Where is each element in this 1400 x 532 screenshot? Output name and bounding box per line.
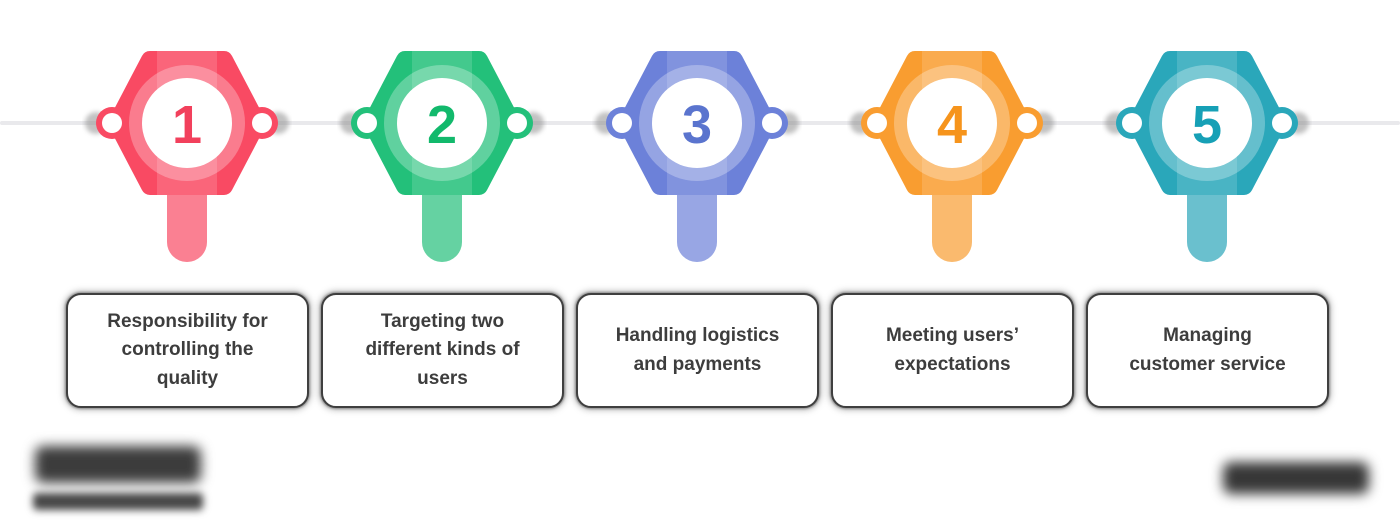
step-1-circle bbox=[142, 78, 232, 168]
step-4-circle bbox=[907, 78, 997, 168]
step-5-badge: 5 bbox=[1105, 46, 1309, 272]
step-1-number: 1 bbox=[172, 95, 202, 155]
step-4-dot-right bbox=[1017, 113, 1037, 133]
step-5-circle bbox=[1162, 78, 1252, 168]
step-2-label: Targeting two different kinds of users bbox=[365, 310, 520, 389]
step-2-dot-right bbox=[507, 113, 527, 133]
step-3-label: Handling logistics and payments bbox=[615, 325, 780, 375]
step-2-badge: 2 bbox=[340, 46, 544, 272]
step-2-circle bbox=[397, 78, 487, 168]
step-3-number: 3 bbox=[682, 95, 712, 155]
step-4-badge: 4 bbox=[850, 46, 1054, 272]
step-2-dot-left bbox=[357, 113, 377, 133]
step-2-card: Targeting two different kinds of users bbox=[321, 293, 564, 408]
right-logo-blurred bbox=[1223, 462, 1369, 494]
step-1-card: Responsibility for controlling the quali… bbox=[66, 293, 309, 408]
step-1-dot-right bbox=[252, 113, 272, 133]
step-4-card: Meeting users’ expectations bbox=[831, 293, 1074, 408]
left-logo-text-blur bbox=[35, 446, 201, 483]
step-3-dot-left bbox=[612, 113, 632, 133]
step-2-number: 2 bbox=[427, 95, 457, 155]
step-4-number: 4 bbox=[937, 95, 967, 155]
step-5-dot-left bbox=[1122, 113, 1142, 133]
step-3-card: Handling logistics and payments bbox=[576, 293, 819, 408]
left-logo-underline-blur bbox=[33, 493, 203, 510]
step-1-label: Responsibility for controlling the quali… bbox=[107, 310, 268, 389]
step-3-circle bbox=[652, 78, 742, 168]
step-4-label: Meeting users’ expectations bbox=[885, 325, 1020, 375]
step-1-badge: 1 bbox=[85, 46, 289, 272]
step-3-dot-right bbox=[762, 113, 782, 133]
step-3-badge: 3 bbox=[595, 46, 799, 272]
step-5-dot-right bbox=[1272, 113, 1292, 133]
step-5-card: Managing customer service bbox=[1086, 293, 1329, 408]
step-5-number: 5 bbox=[1192, 95, 1222, 155]
step-1-dot-left bbox=[102, 113, 122, 133]
step-5-label: Managing customer service bbox=[1129, 325, 1286, 375]
step-4-dot-left bbox=[867, 113, 887, 133]
